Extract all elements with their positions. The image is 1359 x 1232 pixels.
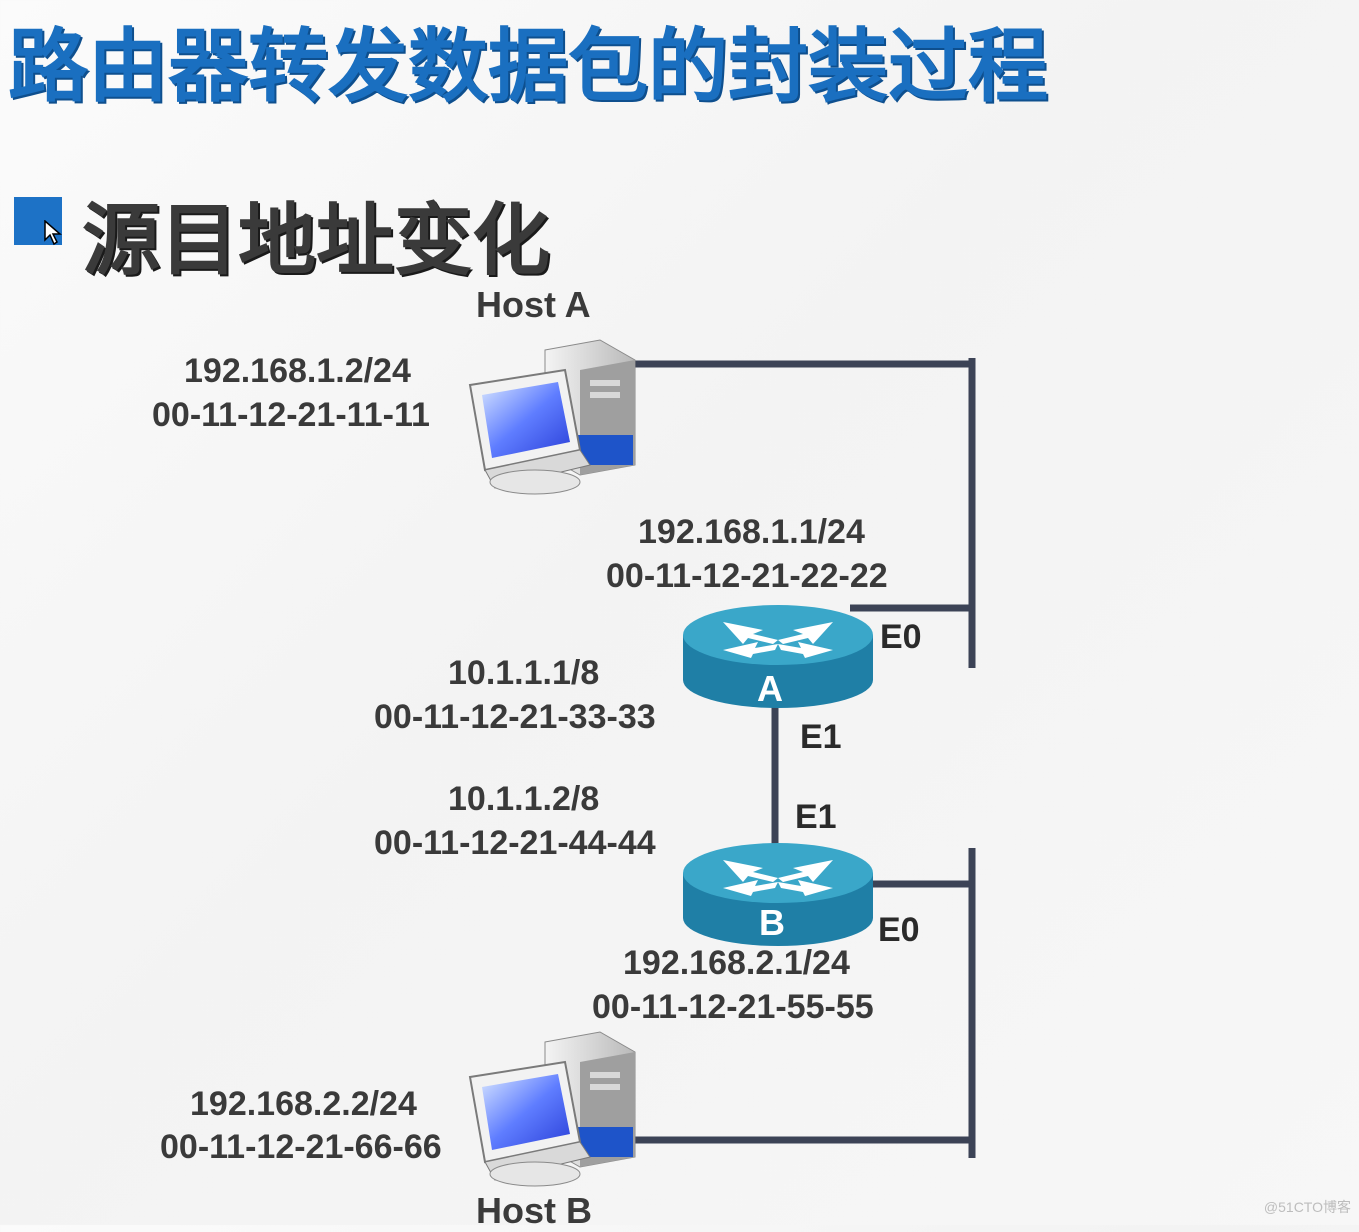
router-a-label: A [757,668,783,709]
router-b-e0-label: E0 [878,911,920,949]
router-b-icon [683,843,873,946]
host-b-ip: 192.168.2.2/24 [190,1085,417,1123]
host-b-mac: 00-11-12-21-66-66 [160,1128,442,1166]
router-a-icon [683,605,873,708]
router-b-e1-ip: 10.1.1.2/8 [448,780,600,818]
page-title: 路由器转发数据包的封装过程 [8,20,1048,113]
lan-segment-a [630,358,976,668]
mouse-cursor-icon [44,220,62,246]
router-b-e1-label: E1 [795,798,837,836]
host-b-name: Host B [476,1190,592,1231]
router-b-e0-mac: 00-11-12-21-55-55 [592,988,874,1026]
router-a-e0-label: E0 [880,618,922,656]
host-a-ip: 192.168.1.2/24 [184,352,411,390]
router-a-e1-ip: 10.1.1.1/8 [448,654,600,692]
router-b-e1-mac: 00-11-12-21-44-44 [374,824,656,862]
router-b-e0-ip: 192.168.2.1/24 [623,944,850,982]
host-a-computer-icon [468,339,636,495]
host-b-computer-icon [468,1031,636,1187]
host-a-mac: 00-11-12-21-11-11 [152,396,430,434]
router-a-e1-mac: 00-11-12-21-33-33 [374,698,656,736]
router-a-e0-mac: 00-11-12-21-22-22 [606,557,888,595]
host-a-name: Host A [476,284,591,325]
watermark: @51CTO博客 [1263,1199,1351,1215]
section-heading: 源目地址变化 [82,196,551,286]
router-b-label: B [759,902,785,943]
lan-segment-b [630,848,976,1158]
router-a-e0-ip: 192.168.1.1/24 [638,513,865,551]
router-a-e1-label: E1 [800,718,842,756]
